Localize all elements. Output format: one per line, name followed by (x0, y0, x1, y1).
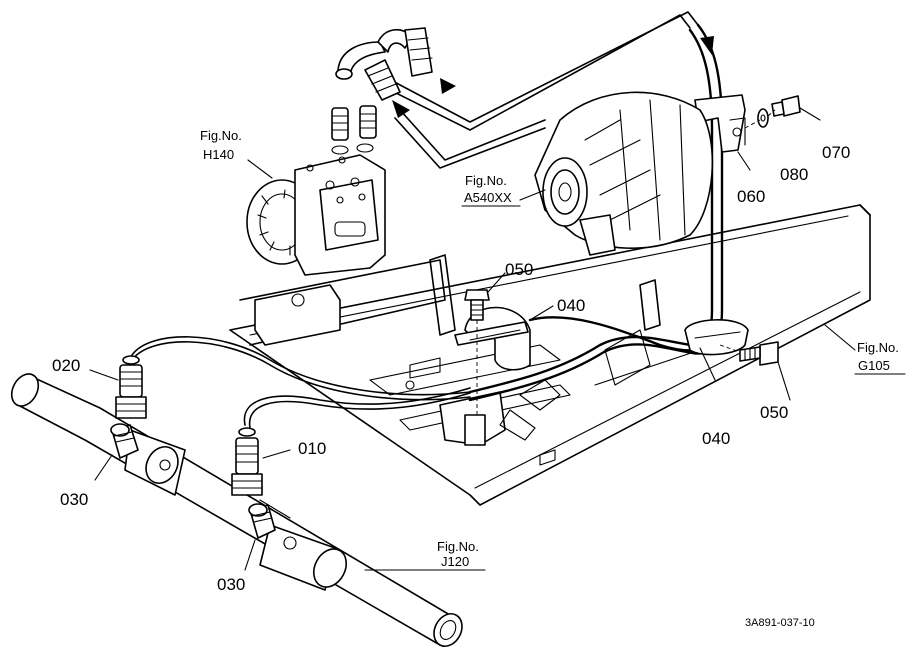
fig-ref-j120: Fig.No. J120 (437, 539, 479, 569)
part-label-050-upper: 050 (505, 260, 533, 279)
part-label-040-upper: 040 (557, 296, 585, 315)
elbow-fitting-030-left (110, 423, 139, 459)
part-label-040-lower: 040 (702, 429, 730, 448)
part-label-030-right: 030 (217, 575, 245, 594)
steering-unit-h140 (246, 154, 386, 276)
elbow-fitting-030-right (248, 503, 276, 539)
part-label-070: 070 (822, 143, 850, 162)
clamp-right (684, 319, 749, 356)
part-label-050-lower: 050 (760, 403, 788, 422)
fig-ref-g105-line1: Fig.No. (857, 340, 899, 355)
fig-ref-h140-line1: Fig.No. (200, 128, 242, 143)
fig-ref-a540: Fig.No. A540XX (461, 173, 521, 207)
drawing-code: 3A891-037-10 (745, 617, 815, 629)
part-label-080: 080 (780, 165, 808, 184)
part-label-060: 060 (737, 187, 765, 206)
frame-body (229, 204, 871, 506)
fig-ref-j120-line1: Fig.No. (437, 539, 479, 554)
fig-ref-h140-line2: H140 (203, 147, 234, 162)
leader-lines (89, 151, 791, 571)
upper-fittings (331, 27, 546, 169)
clamp-040 (454, 306, 531, 371)
part-label-030-left: 030 (60, 490, 88, 509)
fig-ref-g105: Fig.No. G105 (854, 340, 906, 375)
fig-ref-a540-line2: A540XX (464, 190, 512, 205)
part-label-010: 010 (298, 439, 326, 458)
hose-020 (115, 336, 471, 419)
bolt-070 (771, 95, 821, 121)
fig-ref-a540-line1: Fig.No. (465, 173, 507, 188)
fig-ref-h140: Fig.No. H140 (200, 128, 242, 162)
bolt-050-upper (464, 289, 490, 415)
alternator-a540 (519, 91, 714, 256)
part-label-020: 020 (52, 356, 80, 375)
fig-ref-j120-line2: J120 (441, 554, 469, 569)
hose-010 (231, 387, 471, 496)
fig-ref-g105-line2: G105 (858, 358, 890, 373)
washer-080 (744, 108, 776, 129)
